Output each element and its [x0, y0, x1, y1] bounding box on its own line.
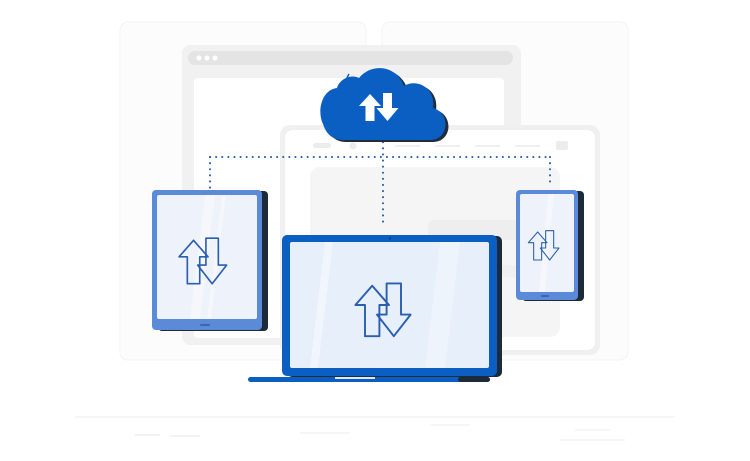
- tablet-device: [152, 190, 268, 331]
- upload-download-arrows-icon: [359, 93, 399, 121]
- connector-lines: [209, 129, 551, 226]
- window-dot: [204, 55, 210, 61]
- cloud-icon: [320, 68, 449, 142]
- phone-device: [516, 190, 584, 301]
- window-dot: [196, 55, 202, 61]
- window-dot: [212, 55, 218, 61]
- laptop-device: [248, 235, 502, 382]
